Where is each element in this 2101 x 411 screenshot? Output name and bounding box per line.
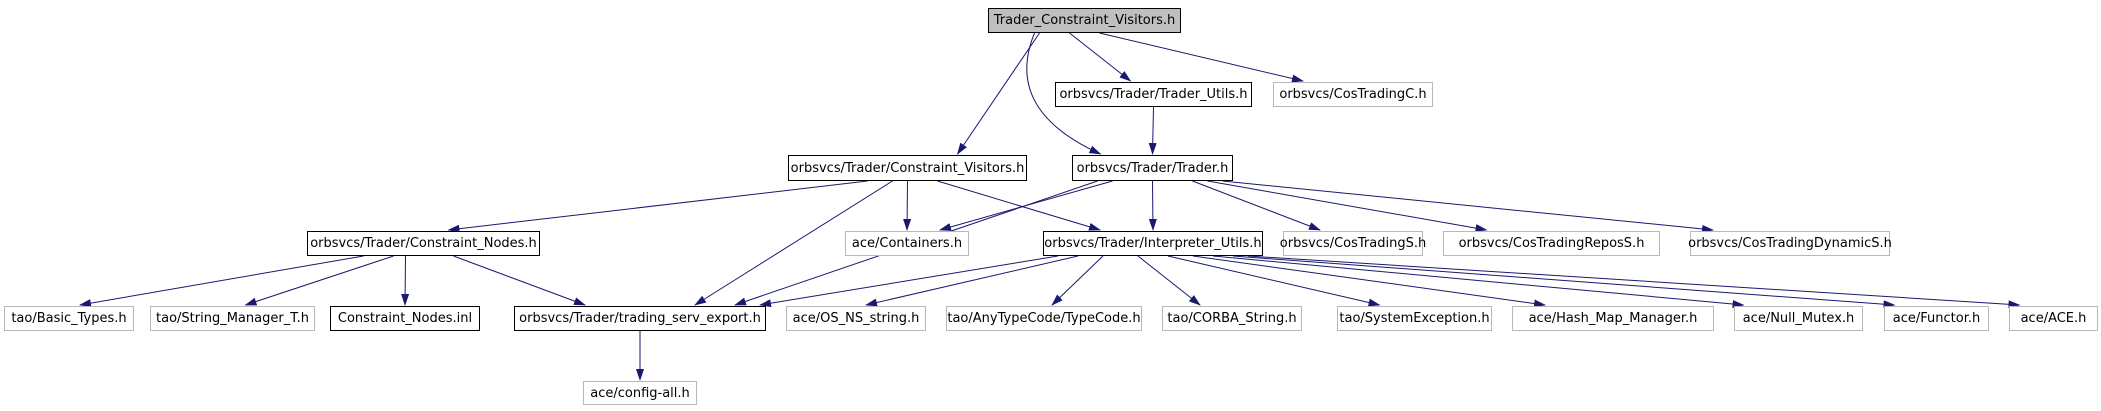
node-label: tao/Basic_Types.h — [11, 311, 127, 326]
node-label: ace/OS_NS_string.h — [792, 311, 920, 326]
node-label: ace/Hash_Map_Manager.h — [1528, 311, 1698, 326]
node-label: ace/Functor.h — [1892, 311, 1981, 326]
node-label: orbsvcs/Trader/Trader_Utils.h — [1059, 87, 1248, 102]
edge-constraint-nodes-h-to-basic-types-h — [79, 255, 364, 308]
edge-interpreter-utils-h-to-ace-h — [1247, 255, 2021, 309]
edge-interpreter-utils-h-to-trading-serv-export-h — [759, 255, 1059, 308]
edge-trader-h-to-cos-trading-s-h — [1192, 180, 1321, 231]
node-label: tao/CORBA_String.h — [1167, 311, 1297, 326]
node-label: orbsvcs/CosTradingS.h — [1279, 236, 1427, 251]
edge-trader-constraint-visitors-h-to-constraint-visitors-h — [956, 32, 1040, 155]
node-cos-trading-repos-s-h: orbsvcs/CosTradingReposS.h — [1443, 231, 1660, 256]
node-config-all-h: ace/config-all.h — [583, 381, 697, 405]
edge-trader-h-to-cos-trading-dynamic-s-h — [1222, 180, 1714, 233]
node-label: ace/Null_Mutex.h — [1742, 311, 1855, 326]
edge-constraint-visitors-h-to-containers-h — [903, 180, 912, 231]
edge-interpreter-utils-h-to-system-exception-h — [1167, 255, 1381, 307]
edge-constraint-visitors-h-to-trading-serv-export-h — [694, 180, 893, 306]
edge-interpreter-utils-h-to-functor-h — [1232, 255, 1896, 309]
node-corba-string-h: tao/CORBA_String.h — [1162, 306, 1302, 331]
edge-trader-h-to-interpreter-utils-h — [1148, 180, 1157, 231]
edge-interpreter-utils-h-to-os-ns-string-h — [865, 255, 1079, 307]
node-null-mutex-h: ace/Null_Mutex.h — [1734, 306, 1863, 331]
edge-constraint-nodes-h-to-trading-serv-export-h — [453, 255, 586, 306]
node-label: orbsvcs/Trader/Constraint_Visitors.h — [790, 160, 1025, 176]
node-cos-trading-dynamic-s-h: orbsvcs/CosTradingDynamicS.h — [1688, 231, 1892, 256]
node-label: orbsvcs/Trader/trading_serv_export.h — [519, 311, 761, 326]
node-system-exception-h: tao/SystemException.h — [1337, 306, 1492, 331]
edge-interpreter-utils-h-to-typecode-h — [1051, 255, 1104, 306]
node-label: tao/SystemException.h — [1339, 311, 1490, 326]
node-ace-h: ace/ACE.h — [2009, 306, 2098, 331]
node-trader-h[interactable]: orbsvcs/Trader/Trader.h — [1072, 155, 1233, 181]
edge-trader-h-to-cos-trading-repos-s-h — [1207, 180, 1488, 233]
node-constraint-nodes-inl[interactable]: Constraint_Nodes.inl — [330, 306, 480, 331]
edge-interpreter-utils-h-to-hash-map-manager-h — [1192, 255, 1546, 308]
edge-constraint-visitors-h-to-constraint-nodes-h — [447, 180, 868, 233]
node-hash-map-manager-h: ace/Hash_Map_Manager.h — [1512, 306, 1714, 331]
edge-constraint-nodes-h-to-constraint-nodes-inl — [401, 255, 410, 306]
node-label: Constraint_Nodes.inl — [337, 311, 473, 326]
node-label: orbsvcs/CosTradingReposS.h — [1458, 236, 1645, 251]
node-trading-serv-export-h[interactable]: orbsvcs/Trader/trading_serv_export.h — [514, 306, 766, 331]
node-label: ace/ACE.h — [2020, 311, 2087, 326]
node-typecode-h: tao/AnyTypeCode/TypeCode.h — [946, 306, 1142, 331]
node-os-ns-string-h: ace/OS_NS_string.h — [786, 306, 926, 331]
edge-interpreter-utils-h-to-null-mutex-h — [1212, 255, 1745, 308]
node-constraint-visitors-h[interactable]: orbsvcs/Trader/Constraint_Visitors.h — [788, 155, 1027, 181]
node-constraint-nodes-h[interactable]: orbsvcs/Trader/Constraint_Nodes.h — [307, 231, 540, 256]
edge-constraint-nodes-h-to-string-manager-t-h — [244, 255, 394, 306]
node-string-manager-t-h: tao/String_Manager_T.h — [150, 306, 315, 331]
node-trader-utils-h[interactable]: orbsvcs/Trader/Trader_Utils.h — [1055, 82, 1252, 107]
node-cos-trading-s-h: orbsvcs/CosTradingS.h — [1279, 231, 1427, 256]
node-basic-types-h: tao/Basic_Types.h — [4, 306, 134, 331]
edge-interpreter-utils-h-to-corba-string-h — [1137, 255, 1201, 306]
node-label: ace/config-all.h — [590, 385, 690, 401]
edge-trader-constraint-visitors-h-to-cos-trading-c-h — [1099, 32, 1304, 83]
edge-trader-constraint-visitors-h-to-trader-utils-h — [1069, 32, 1132, 82]
node-label: orbsvcs/CosTradingDynamicS.h — [1688, 236, 1892, 251]
node-trader-constraint-visitors-h: Trader_Constraint_Visitors.h — [988, 8, 1181, 33]
node-functor-h: ace/Functor.h — [1884, 306, 1989, 331]
edge-trader-constraint-visitors-h-to-trader-h — [1026, 32, 1102, 155]
node-label: ace/Containers.h — [851, 236, 963, 251]
node-interpreter-utils-h[interactable]: orbsvcs/Trader/Interpreter_Utils.h — [1043, 231, 1263, 256]
node-containers-h: ace/Containers.h — [845, 231, 969, 256]
node-label: orbsvcs/CosTradingC.h — [1279, 87, 1427, 102]
node-cos-trading-c-h: orbsvcs/CosTradingC.h — [1273, 82, 1433, 107]
node-label: tao/AnyTypeCode/TypeCode.h — [947, 311, 1141, 326]
node-label: orbsvcs/Trader/Interpreter_Utils.h — [1044, 236, 1262, 251]
node-label: Trader_Constraint_Visitors.h — [993, 13, 1176, 28]
node-label: orbsvcs/Trader/Trader.h — [1076, 160, 1229, 176]
node-label: orbsvcs/Trader/Constraint_Nodes.h — [310, 236, 537, 251]
node-label: tao/String_Manager_T.h — [156, 311, 309, 326]
edge-trader-utils-h-to-trader-h — [1148, 106, 1157, 155]
edge-constraint-visitors-h-to-interpreter-utils-h — [937, 180, 1101, 231]
